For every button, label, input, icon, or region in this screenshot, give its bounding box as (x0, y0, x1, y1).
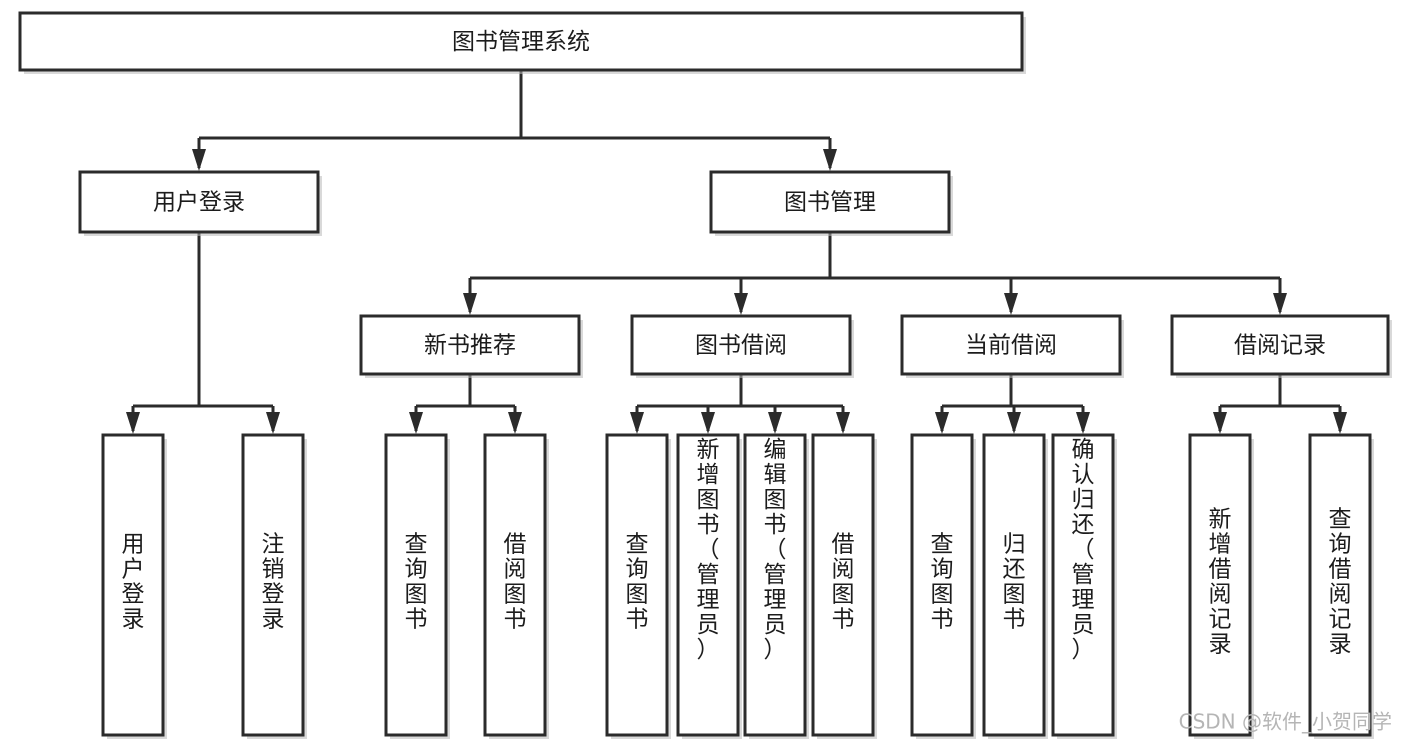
node-label: 新增图书（管理员） (697, 437, 720, 663)
node-label: 查询图书 (626, 532, 649, 633)
node-label: 借阅图书 (504, 532, 527, 633)
node-box[interactable] (630, 314, 852, 376)
node-box[interactable] (1051, 433, 1115, 737)
arrow-head-icon (1007, 412, 1021, 434)
node-level3-当前借阅[interactable]: 当前借阅 (900, 314, 1124, 378)
node-label: 查询借阅记录 (1329, 507, 1352, 658)
node-box[interactable] (1188, 433, 1252, 737)
arrow-head-icon (508, 412, 522, 434)
node-box[interactable] (18, 11, 1024, 72)
arrow-head-icon (463, 293, 477, 315)
arrow-head-icon (1273, 293, 1287, 315)
node-leaf-查询图书[interactable]: 查询图书 (605, 433, 671, 739)
arrow-head-icon (126, 412, 140, 434)
arrow-head-icon (823, 149, 837, 171)
node-label: 新增借阅记录 (1209, 507, 1232, 658)
node-box[interactable] (605, 433, 669, 737)
node-label: 查询图书 (405, 532, 428, 633)
edges-借阅记录-to-leaves (1213, 374, 1347, 434)
arrow-head-icon (1076, 412, 1090, 434)
node-leaf-归还图书[interactable]: 归还图书 (982, 433, 1048, 739)
node-level2-图书管理[interactable]: 图书管理 (709, 170, 953, 236)
node-leaf-确认归还管理员[interactable]: 确认归还（管理员） (1051, 433, 1117, 739)
node-label: 编辑图书（管理员） (764, 437, 787, 663)
csdn-watermark: CSDN @软件_小贺同学 (1179, 710, 1392, 734)
node-level2-用户登录[interactable]: 用户登录 (78, 170, 322, 236)
node-box[interactable] (811, 433, 875, 737)
node-label: 当前借阅 (965, 333, 1057, 359)
node-label: 确认归还（管理员） (1072, 437, 1095, 663)
node-leaf-用户登录[interactable]: 用户登录 (101, 433, 167, 739)
node-box[interactable] (900, 314, 1122, 376)
node-leaf-查询借阅记录[interactable]: 查询借阅记录 (1308, 433, 1374, 739)
node-root-图书管理系统[interactable]: 图书管理系统 (18, 11, 1026, 74)
arrow-head-icon (734, 293, 748, 315)
node-box[interactable] (1170, 314, 1390, 376)
edges-books-to-level3 (463, 232, 1287, 315)
node-leaf-借阅图书[interactable]: 借阅图书 (483, 433, 549, 739)
arrow-head-icon (768, 412, 782, 434)
node-level3-图书借阅[interactable]: 图书借阅 (630, 314, 854, 378)
edges-root-to-level2 (192, 70, 837, 171)
node-leaf-注销登录[interactable]: 注销登录 (241, 433, 307, 739)
node-leaf-新增借阅记录[interactable]: 新增借阅记录 (1188, 433, 1254, 739)
node-label: 用户登录 (122, 532, 145, 633)
arrow-head-icon (836, 412, 850, 434)
node-box[interactable] (101, 433, 165, 737)
node-level3-新书推荐[interactable]: 新书推荐 (359, 314, 583, 378)
node-label: 查询图书 (931, 532, 954, 633)
connectors-layer (126, 70, 1347, 434)
node-label: 注销登录 (262, 532, 285, 633)
node-box[interactable] (982, 433, 1046, 737)
node-box[interactable] (483, 433, 547, 737)
node-label: 图书管理 (784, 190, 876, 216)
arrow-head-icon (1213, 412, 1227, 434)
node-label: 归还图书 (1003, 532, 1026, 633)
node-label: 图书管理系统 (452, 29, 590, 55)
arrow-head-icon (935, 412, 949, 434)
node-label: 图书借阅 (695, 333, 787, 359)
node-box[interactable] (241, 433, 305, 737)
edges-图书借阅-to-leaves (630, 374, 850, 434)
node-leaf-借阅图书[interactable]: 借阅图书 (811, 433, 877, 739)
arrow-head-icon (701, 412, 715, 434)
node-box[interactable] (78, 170, 320, 234)
edges-当前借阅-to-leaves (935, 374, 1090, 434)
edges-新书推荐-to-leaves (409, 374, 522, 434)
node-label: 借阅图书 (832, 532, 855, 633)
node-level3-借阅记录[interactable]: 借阅记录 (1170, 314, 1392, 378)
node-leaf-编辑图书管理员[interactable]: 编辑图书（管理员） (743, 433, 809, 739)
arrow-head-icon (1004, 293, 1018, 315)
node-box[interactable] (384, 433, 448, 737)
arrow-head-icon (192, 149, 206, 171)
node-box[interactable] (743, 433, 807, 737)
node-box[interactable] (709, 170, 951, 234)
node-box[interactable] (676, 433, 740, 737)
nodes-layer: 图书管理系统用户登录图书管理新书推荐图书借阅当前借阅借阅记录用户登录注销登录查询… (18, 11, 1392, 739)
node-leaf-查询图书[interactable]: 查询图书 (384, 433, 450, 739)
arrow-head-icon (409, 412, 423, 434)
edges-login-to-leaves (126, 232, 280, 434)
arrow-head-icon (266, 412, 280, 434)
node-box[interactable] (1308, 433, 1372, 737)
node-label: 借阅记录 (1234, 333, 1326, 359)
node-label: 用户登录 (153, 190, 245, 216)
arrow-head-icon (1333, 412, 1347, 434)
node-box[interactable] (359, 314, 581, 376)
node-leaf-新增图书管理员[interactable]: 新增图书（管理员） (676, 433, 742, 739)
node-label: 新书推荐 (424, 333, 516, 359)
arrow-head-icon (630, 412, 644, 434)
node-box[interactable] (910, 433, 974, 737)
node-leaf-查询图书[interactable]: 查询图书 (910, 433, 976, 739)
